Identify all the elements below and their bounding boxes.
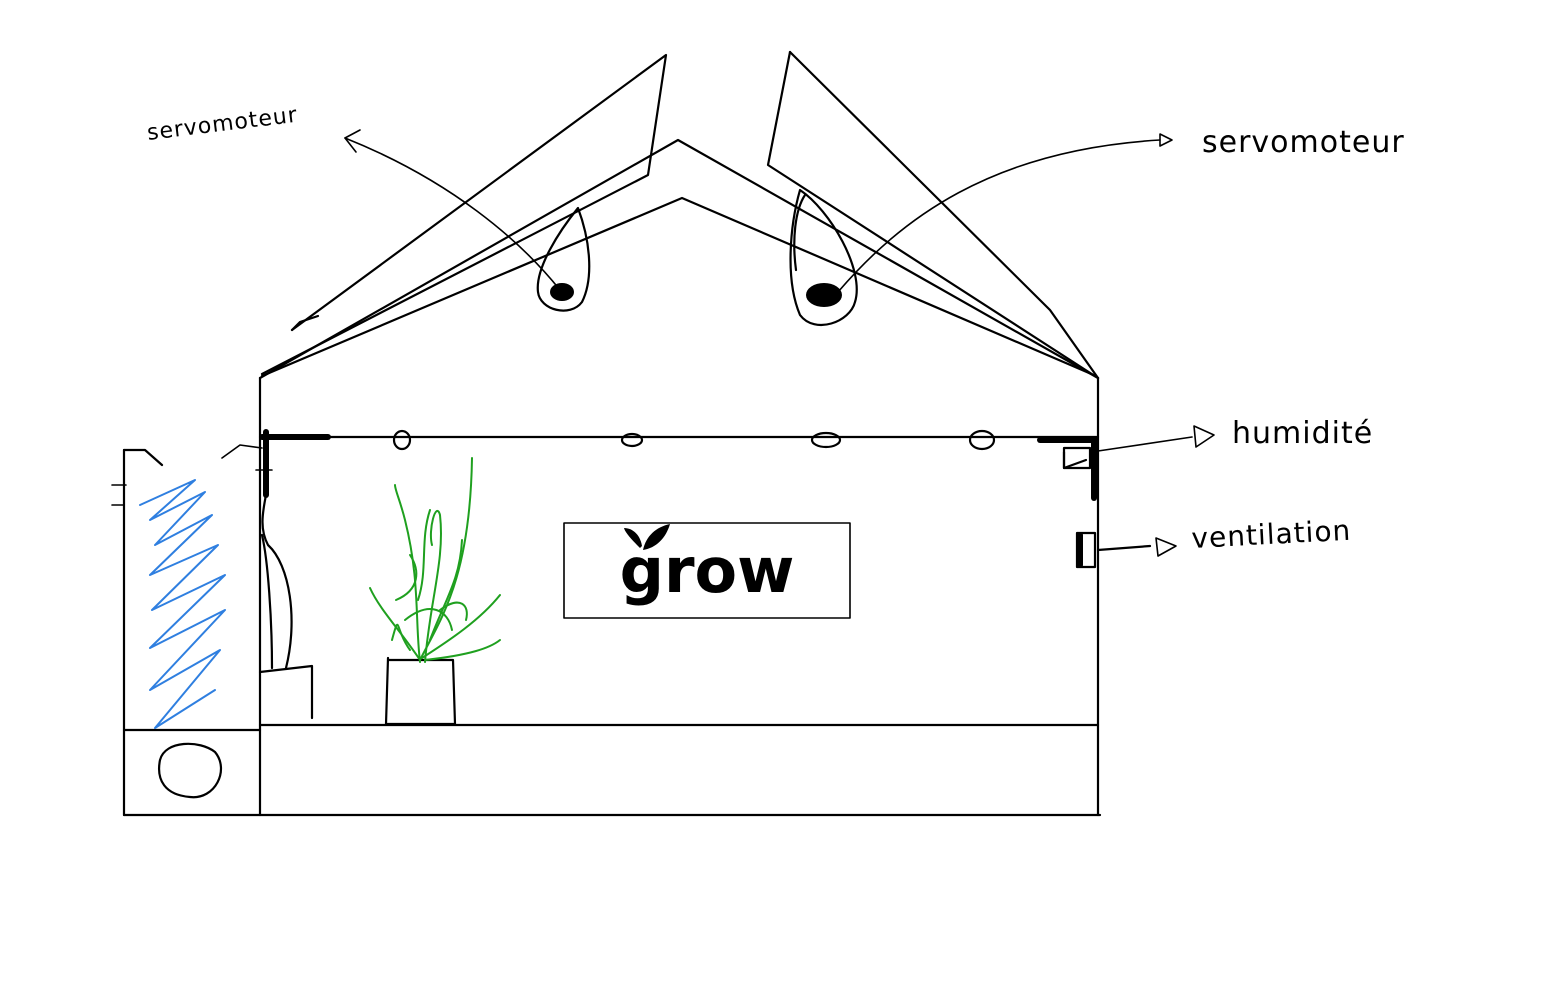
roof-panel-left — [262, 55, 666, 374]
humidity-sensor — [1064, 426, 1214, 468]
servomotor-left-dot — [550, 283, 574, 301]
label-servomotor-right: servomoteur — [1202, 125, 1405, 160]
roof-panel-right — [768, 52, 1098, 378]
water-tank — [112, 450, 260, 815]
water — [140, 480, 225, 728]
pipe-left — [260, 495, 312, 718]
irrigation-drippers — [394, 431, 994, 449]
dripper — [394, 431, 410, 449]
logo-box: grow — [564, 523, 850, 618]
label-ventilation: ventilation — [1191, 514, 1352, 555]
servomotor-right-pointer — [838, 134, 1172, 292]
servomotor-left — [538, 208, 589, 311]
label-humidity: humidité — [1232, 416, 1373, 451]
plant — [370, 458, 500, 662]
dripper — [970, 431, 994, 449]
label-servomotor-left: servomoteur — [146, 103, 299, 146]
pump-icon — [159, 744, 221, 797]
left-bracket — [222, 432, 328, 495]
servomotor-right-dot — [806, 283, 842, 307]
dripper — [812, 433, 840, 447]
roof — [260, 140, 1098, 378]
plant-pot — [386, 658, 455, 724]
ventilation-fan — [1077, 533, 1176, 567]
dripper — [622, 434, 642, 446]
